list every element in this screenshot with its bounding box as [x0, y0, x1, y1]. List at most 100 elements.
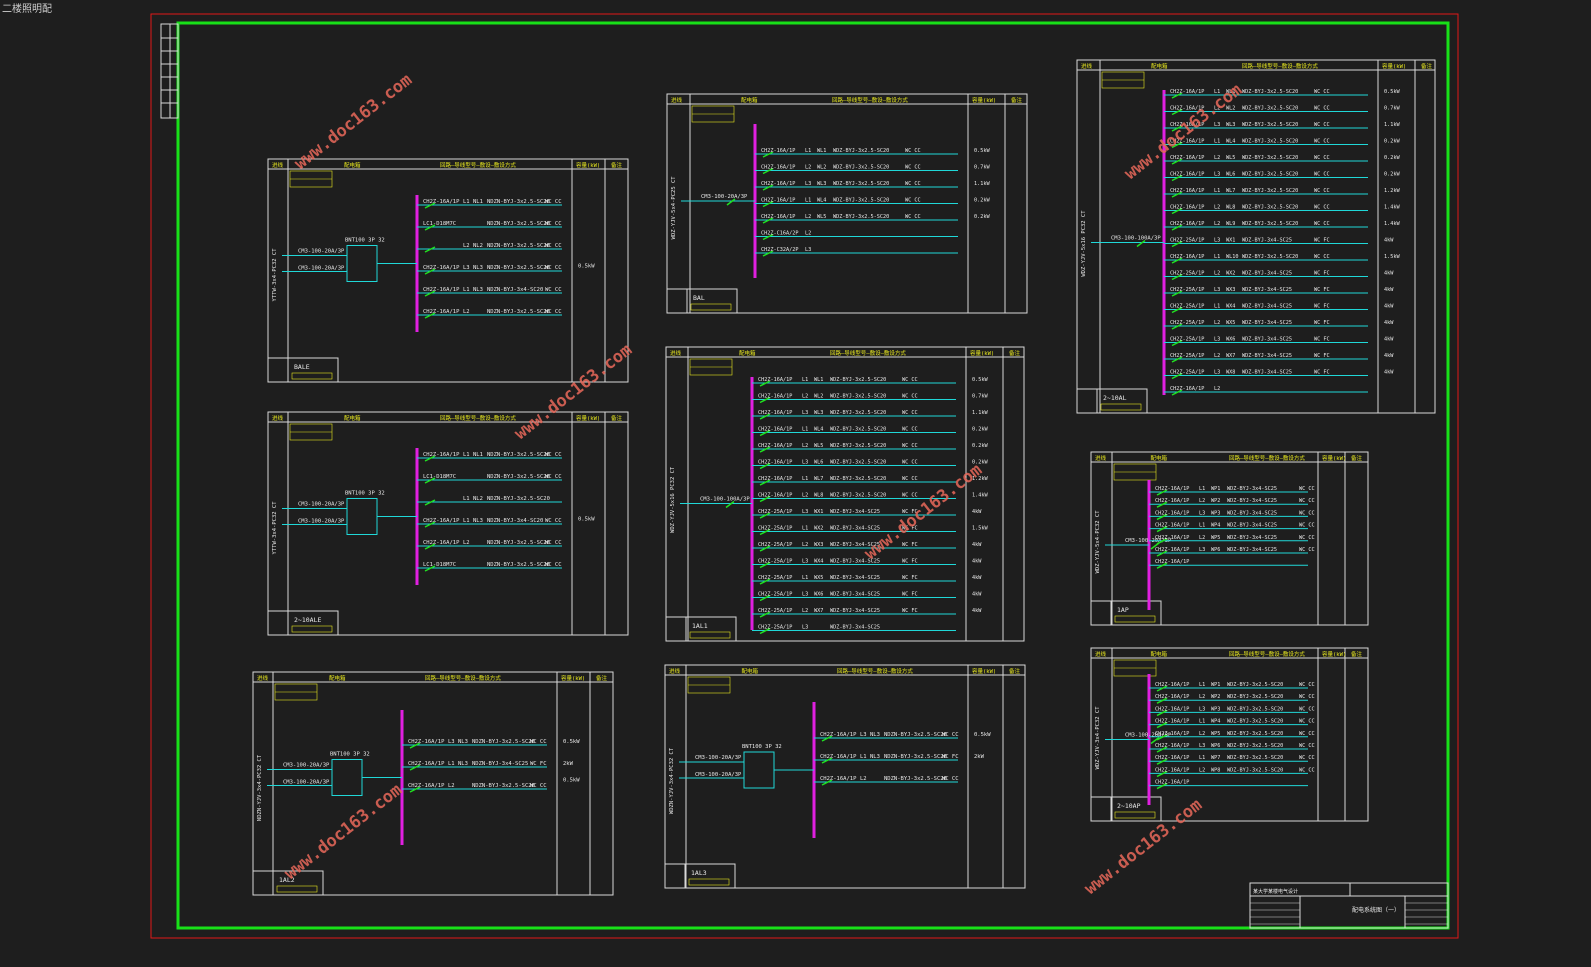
cable-label: WDZ-BYJ-3x4-SC25: [1242, 238, 1292, 244]
laying-method-label: WC CC: [1299, 694, 1315, 700]
circuit-no-label: WP5: [1211, 535, 1220, 541]
cable-label: NDZN-BYJ-3x2.5-SC20: [884, 754, 947, 760]
capacity-label: 2kW: [974, 754, 985, 760]
circuit-no-label: WX5: [814, 575, 823, 581]
cable-label: WDZ-BYJ-3x2.5-SC20: [1227, 767, 1283, 773]
panel-id-box: [665, 616, 737, 642]
panel-frame: [665, 346, 1025, 642]
circuit-breaker-contact: [1171, 323, 1183, 330]
laying-method-label: WC CC: [530, 783, 547, 789]
laying-method-label: WC CC: [905, 148, 921, 154]
phase-label: L1: [463, 287, 470, 293]
circuit-no-label: WL1: [1226, 89, 1235, 95]
cable-label: NDZN-BYJ-3x2.5-SC20: [487, 199, 550, 205]
capacity-label: 1.4kW: [1384, 205, 1400, 211]
feeder-cable-label: WDZ-YJV-5x16 PC32 CT: [1081, 210, 1087, 277]
header-power: 容量(kW): [561, 674, 585, 682]
phase-label: L2: [860, 776, 867, 782]
breaker-label: CH2Z-25A/1P: [758, 559, 792, 565]
circuit-breaker-contact: [1156, 746, 1168, 753]
header-circuit: 回路—导线型号—敷设—敷设方式: [830, 349, 906, 357]
cable-label: WDZ-BYJ-3x2.5-SC20: [830, 476, 886, 482]
cable-label: WDZ-BYJ-3x2.5-SC20: [1227, 706, 1283, 712]
panel-210al: 进线配电箱回路—导线型号—敷设—敷设方式容量(kW)备注WDZ-YJV-5x16…: [1076, 59, 1436, 414]
circuit-breaker-contact: [759, 446, 771, 453]
breaker-label: CH2Z-16A/1P: [758, 460, 792, 466]
phase-label: L3: [1214, 238, 1220, 244]
phase-label: L1: [463, 518, 470, 524]
laying-method-label: WC CC: [1299, 498, 1315, 504]
breaker-label: CH2Z-16A/1P: [1170, 155, 1204, 161]
circuit-no-label: WX3: [814, 542, 823, 548]
phase-label: L2: [802, 493, 808, 499]
header-power: 容量(kW): [576, 161, 600, 169]
cable-label: WDZ-BYJ-3x4-SC25: [830, 608, 880, 614]
phase-label: L1: [463, 199, 470, 205]
capacity-label: 0.2kW: [974, 198, 990, 204]
feeder-cable-label: WDZ-YJV-5x4-PC25 CT: [671, 176, 677, 240]
header-incoming: 进线: [1081, 62, 1093, 70]
circuit-breaker-contact: [424, 312, 436, 319]
cable-label: WDZ-BYJ-3x4-SC25: [1227, 486, 1277, 492]
capacity-label: 0.2kW: [972, 443, 988, 449]
header-panel: 配电箱: [344, 161, 361, 169]
circuit-breaker-contact: [759, 578, 771, 585]
main-breaker-contact: [1150, 736, 1160, 745]
circuit-breaker-contact: [759, 545, 771, 552]
document-tab-title[interactable]: 二楼照明配: [2, 4, 52, 15]
circuit-no-label: NL1: [473, 452, 483, 458]
breaker-label: CH2Z-16A/1P: [423, 518, 460, 524]
cable-label: WDZ-BYJ-3x4-SC25: [1242, 353, 1292, 359]
breaker-label: CH2Z-16A/1P: [758, 476, 792, 482]
circuit-no-label: NL3: [473, 518, 483, 524]
phase-label: L3: [802, 410, 808, 416]
main-breaker-contact: [1136, 239, 1146, 248]
circuit-breaker-contact: [759, 462, 771, 470]
panel-frame: [252, 671, 614, 896]
panel-frame: [1076, 59, 1436, 414]
panel-id-label: 2~10AL: [1103, 394, 1127, 402]
breaker-label: CH2Z-25A/1P: [758, 592, 792, 598]
laying-method-label: WC CC: [902, 394, 918, 400]
cable-label: WDZ-BYJ-3x2.5-SC20: [830, 493, 886, 499]
panel-frame: [1090, 647, 1369, 822]
panel-210ap: 进线配电箱回路—导线型号—敷设—敷设方式容量(kW)备注WDZ-YJV-3x4-…: [1090, 647, 1369, 822]
phase-label: L2: [463, 309, 470, 315]
circuit-no-label: WL3: [817, 181, 826, 187]
circuit-breaker-contact: [424, 246, 436, 253]
circuit-breaker-contact: [759, 380, 771, 387]
header-circuit: 回路—导线型号—敷设—敷设方式: [1229, 454, 1305, 462]
phase-label: L3: [802, 592, 808, 598]
laying-method-label: WC FC: [1314, 238, 1330, 244]
header-circuit: 回路—导线型号—敷设—敷设方式: [1242, 62, 1318, 70]
phase-label: L2: [1214, 271, 1220, 277]
cable-label: WDZ-BYJ-3x4-SC25: [1242, 370, 1292, 376]
circuit-breaker-contact: [1156, 501, 1168, 508]
phase-label: L3: [805, 247, 811, 253]
breaker-label: CH2Z-16A/1P: [758, 394, 792, 400]
circuit-breaker-contact: [1156, 550, 1168, 557]
laying-method-label: WC CC: [1314, 205, 1330, 211]
header-remark: 备注: [1009, 349, 1021, 357]
circuit-breaker-contact: [762, 200, 774, 208]
circuit-breaker-contact: [1156, 709, 1168, 717]
phase-label: L2: [805, 165, 811, 171]
header-remark: 备注: [1421, 62, 1433, 70]
laying-method-label: WC CC: [545, 243, 562, 249]
phase-label: L1: [802, 526, 808, 532]
breaker-label: CH2Z-25A/1P: [1170, 271, 1204, 277]
capacity-label: 1.5kW: [972, 526, 988, 532]
breaker-label: CH2Z-25A/1P: [1170, 370, 1204, 376]
breaker-label: CH2Z-16A/1P: [758, 427, 792, 433]
cable-label: WDZ-BYJ-3x2.5-SC20: [830, 410, 886, 416]
laying-method-label: WC FC: [1314, 370, 1330, 376]
laying-method-label: WC FC: [1314, 353, 1330, 359]
header-remark: 备注: [1011, 96, 1023, 104]
circuit-no-label: WX2: [814, 526, 823, 532]
feeder-cable-label: YTTW-3x4-PC32 CT: [272, 501, 278, 555]
circuit-breaker-contact: [1171, 372, 1183, 380]
cable-label: WDZ-BYJ-3x4-SC25: [1242, 304, 1292, 310]
cable-label: NDZN-BYJ-3x2.5-SC20: [472, 739, 535, 745]
